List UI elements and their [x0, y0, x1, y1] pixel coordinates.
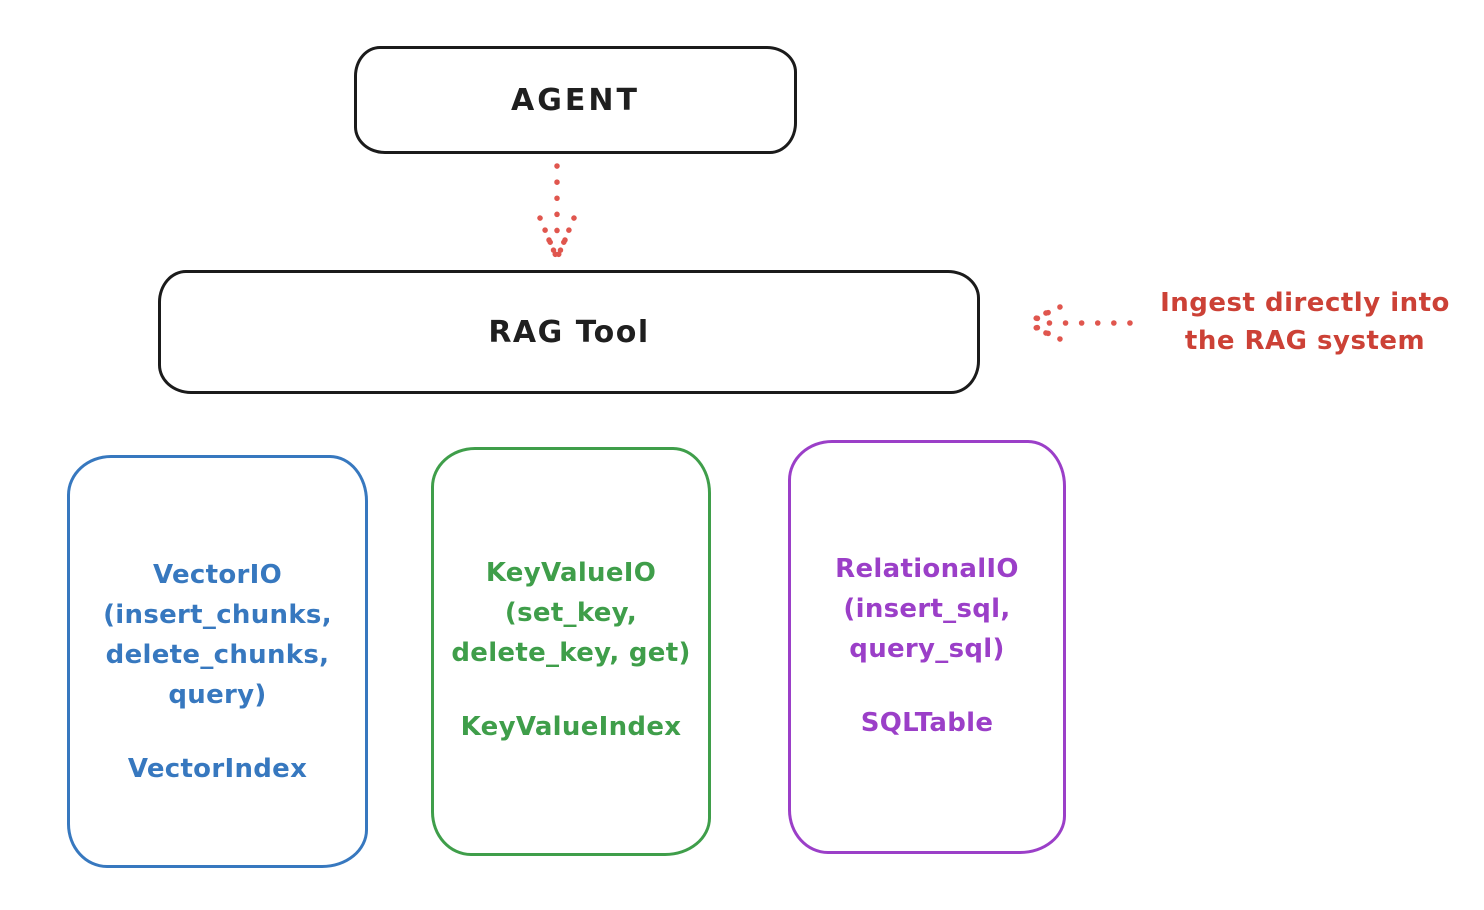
vector-io-line: (insert_chunks, — [103, 600, 332, 630]
keyvalue-io-line: (set_key, — [504, 598, 638, 628]
ingest-annotation-line2: the RAG system — [1184, 326, 1426, 356]
agent-label: AGENT — [511, 82, 640, 118]
keyvalue-io-line: delete_key, get) — [451, 638, 691, 668]
vector-index-label: VectorIndex — [127, 754, 308, 784]
relational-io-line: RelationalIO — [835, 554, 1019, 584]
rag-tool-node[interactable]: RAG Tool — [158, 270, 980, 394]
vector-io-line: query) — [168, 680, 267, 710]
agent-node[interactable]: AGENT — [354, 46, 797, 154]
vector-io-line: delete_chunks, — [105, 640, 330, 670]
relational-io-node[interactable]: RelationalIO (insert_sql, query_sql) SQL… — [788, 440, 1066, 854]
dotted-arrow-left-icon[interactable] — [1018, 298, 1134, 348]
relational-io-line: (insert_sql, — [843, 594, 1011, 624]
ingest-annotation[interactable]: Ingest directly into the RAG system — [1140, 284, 1470, 360]
keyvalue-io-node[interactable]: KeyValueIO (set_key, delete_key, get) Ke… — [431, 447, 711, 856]
rag-tool-label: RAG Tool — [488, 314, 650, 350]
vector-io-line: VectorIO — [152, 560, 283, 590]
dotted-arrow-down-icon[interactable] — [527, 160, 587, 264]
vector-io-node[interactable]: VectorIO (insert_chunks, delete_chunks, … — [67, 455, 368, 868]
sql-table-label: SQLTable — [860, 708, 994, 738]
relational-io-line: query_sql) — [849, 634, 1005, 664]
ingest-annotation-line1: Ingest directly into — [1160, 288, 1450, 318]
keyvalue-io-line: KeyValueIO — [485, 558, 657, 588]
keyvalue-index-label: KeyValueIndex — [460, 712, 682, 742]
